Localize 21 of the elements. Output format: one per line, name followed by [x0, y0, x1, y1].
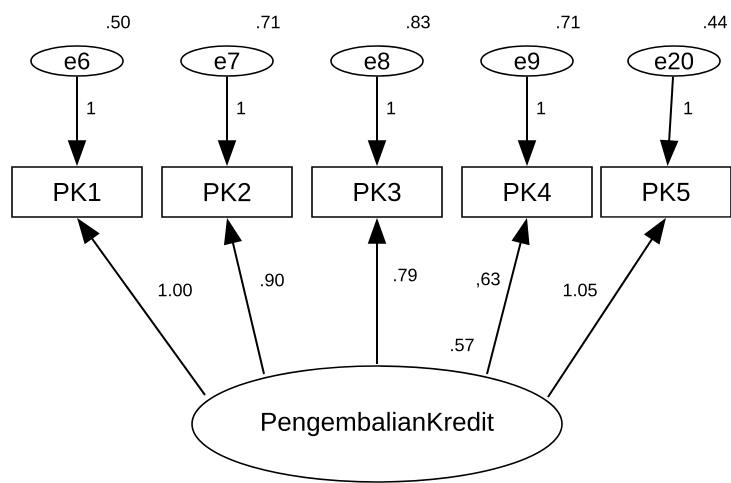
indicator-box: PK5 [600, 166, 731, 218]
indicator-box: PK1 [11, 166, 143, 218]
edge-label: ,63 [474, 272, 502, 288]
value-label: .44 [704, 16, 727, 28]
value-label: .83 [407, 16, 430, 28]
indicator-box: PK2 [161, 166, 293, 218]
value-label: .71 [257, 16, 280, 28]
indicator-box: PK4 [461, 166, 593, 218]
edge-label: 1.05 [562, 282, 599, 298]
edge-label: 1 [85, 100, 97, 116]
edge-label: .79 [392, 268, 419, 282]
edge-label: 1 [235, 100, 247, 116]
edge-label: 1 [682, 100, 694, 116]
edge-label: 1 [535, 100, 547, 116]
indicator-box: PK3 [311, 166, 443, 218]
value-label: .57 [451, 338, 474, 352]
edge-label: 1 [385, 100, 397, 116]
edge-label: 1.00 [156, 282, 194, 298]
edge-label: .90 [258, 272, 286, 288]
value-label: .71 [557, 16, 580, 28]
value-label: .50 [107, 16, 130, 28]
